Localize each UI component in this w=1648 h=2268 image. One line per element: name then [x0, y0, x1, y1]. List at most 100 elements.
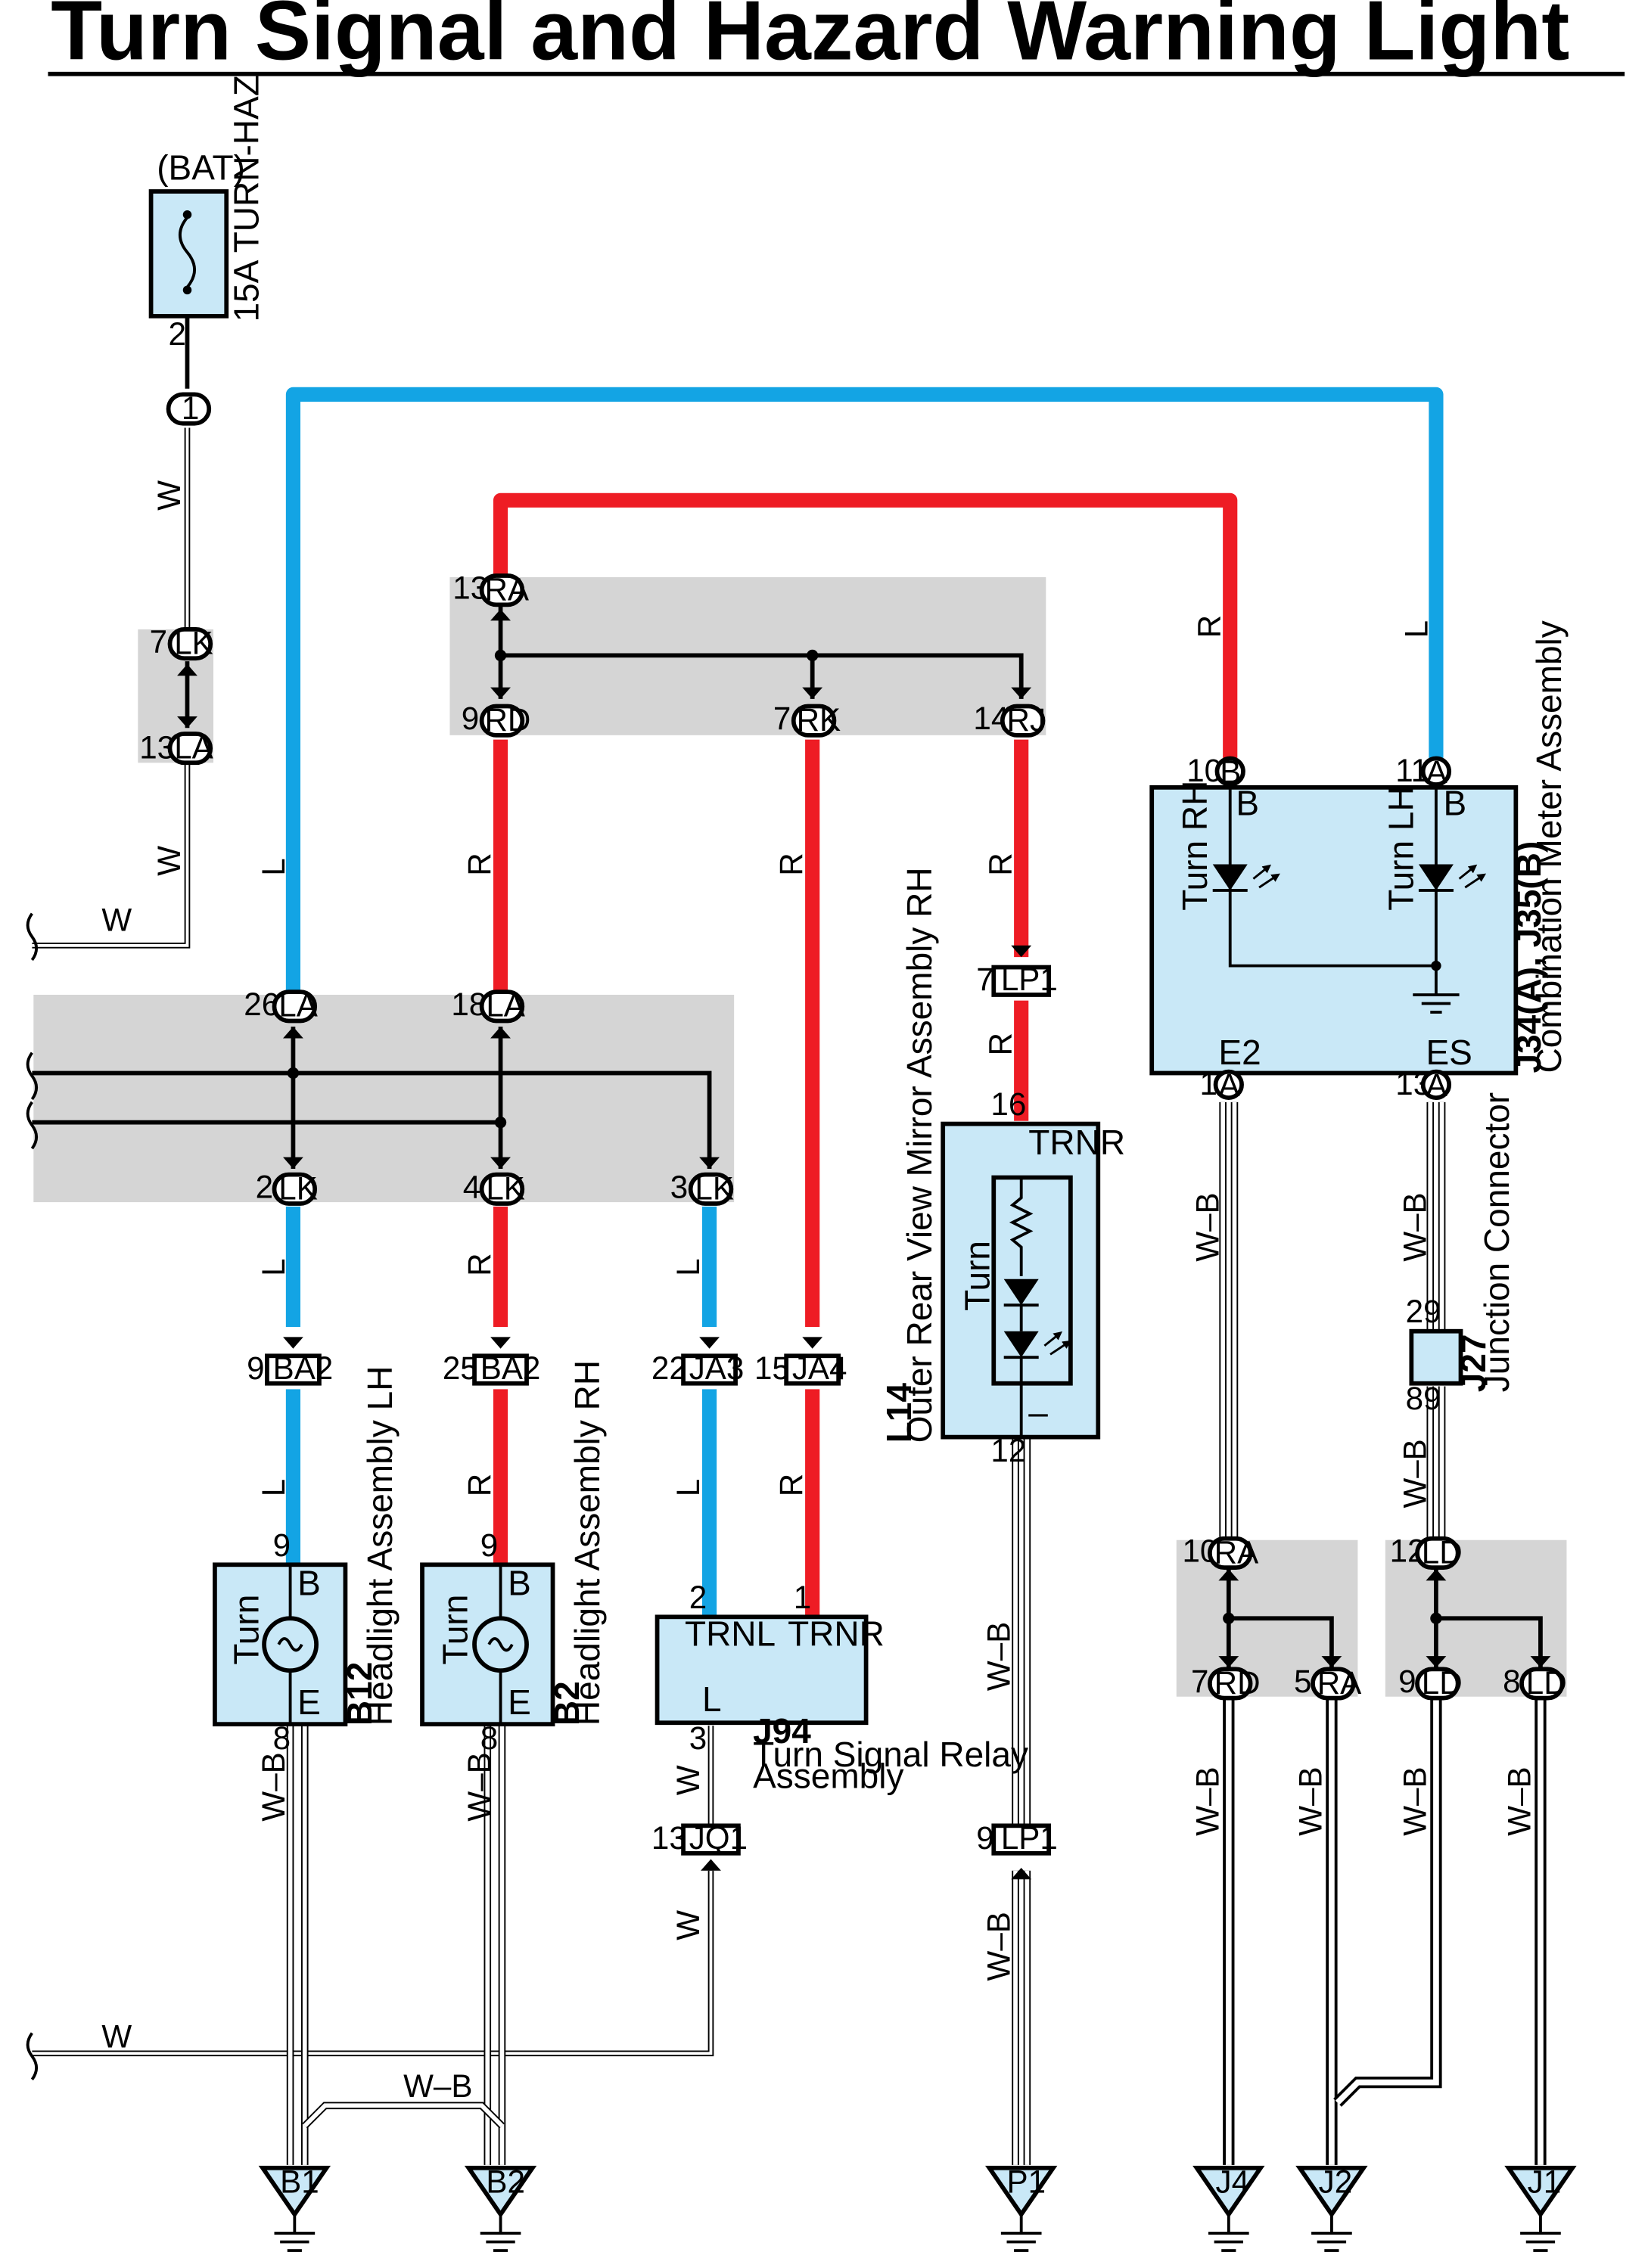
svg-text:W–B: W–B — [462, 1752, 497, 1821]
svg-text:2: 2 — [256, 1169, 273, 1204]
meter-name: Combination Meter Assembly — [1529, 620, 1569, 1073]
headlight-lh-pin-top: 9 — [273, 1527, 291, 1563]
ground-p1: P1 — [985, 2164, 1058, 2252]
svg-text:W: W — [151, 846, 187, 876]
ground-b2: B2 — [464, 2164, 537, 2252]
mirror-id: L14 — [879, 1383, 919, 1443]
upper-junction-out-rj: 14 RJ — [973, 701, 1046, 738]
svg-text:W: W — [670, 1910, 706, 1940]
svg-text:W–B: W–B — [1292, 1766, 1328, 1835]
svg-text:4: 4 — [463, 1169, 480, 1204]
svg-text:5: 5 — [1294, 1664, 1311, 1699]
svg-text:22: 22 — [651, 1350, 687, 1386]
relay-name-1: Turn Signal Relay — [753, 1735, 1028, 1774]
relay-l: L — [702, 1679, 722, 1719]
svg-text:LD: LD — [1422, 1534, 1463, 1570]
svg-text:R: R — [462, 1253, 497, 1275]
svg-text:B: B — [1220, 754, 1241, 790]
headlight-rh-id: B2 — [547, 1681, 586, 1726]
svg-text:J1: J1 — [1528, 2164, 1562, 2199]
svg-text:W–B: W–B — [1398, 1766, 1433, 1835]
svg-text:LA: LA — [486, 988, 525, 1024]
svg-text:L: L — [670, 1479, 706, 1496]
svg-text:7: 7 — [1191, 1664, 1208, 1699]
svg-text:RA: RA — [484, 572, 529, 607]
connector-jq1: 13 JQ1 — [651, 1820, 748, 1856]
svg-text:JA3: JA3 — [689, 1350, 745, 1386]
headlight-lh-b: B — [297, 1564, 321, 1603]
headlight-rh-turn: Turn — [435, 1595, 474, 1665]
left-junction-top-connector: 7 LK — [150, 624, 213, 661]
lower-junction-2-out-ld-9: 9 LD — [1398, 1664, 1463, 1701]
connector-ba2-lh: 9 BA2 — [247, 1350, 333, 1386]
turn-rh-led-icon — [1212, 864, 1248, 890]
svg-text:A: A — [1426, 754, 1448, 790]
ground-j1: J1 — [1504, 2164, 1577, 2252]
svg-text:W: W — [670, 1765, 706, 1795]
svg-text:R: R — [1191, 615, 1227, 638]
svg-text:P1: P1 — [1007, 2164, 1046, 2199]
svg-text:RA: RA — [1214, 1534, 1259, 1570]
svg-text:W–B: W–B — [981, 1912, 1016, 1981]
meter-inner-b2: B — [1444, 783, 1467, 822]
headlight-rh-e: E — [508, 1682, 531, 1722]
meter-bottom-pin-1: 1 A — [1199, 1066, 1244, 1103]
upper-junction-in-connector: 13 RA — [452, 570, 530, 607]
fuse-pin: 2 — [169, 316, 186, 352]
mirror-minus: – — [1028, 1392, 1048, 1431]
svg-text:J4: J4 — [1216, 2164, 1250, 2199]
page-title: Turn Signal and Hazard Warning Light — [51, 0, 1569, 78]
j27-id: J27 — [1454, 1334, 1493, 1392]
svg-text:RD: RD — [1214, 1665, 1261, 1701]
lower-junction-1-in: 10 RA — [1182, 1533, 1259, 1570]
connector-lp1-bottom: 9 LP1 — [976, 1820, 1058, 1856]
svg-text:LD: LD — [1422, 1665, 1463, 1701]
left-junction-bottom-connector: 13 LA — [139, 730, 213, 766]
svg-text:LK: LK — [278, 1170, 318, 1206]
svg-text:B1: B1 — [280, 2164, 319, 2199]
svg-text:9: 9 — [976, 1820, 993, 1856]
svg-text:3: 3 — [670, 1169, 688, 1204]
svg-text:LA: LA — [278, 988, 318, 1024]
wire-labels: W W W L R R R R L R L R L L R L R W–B W–… — [101, 480, 1537, 2104]
headlight-lh-name: Headlight Assembly LH — [360, 1366, 400, 1726]
svg-text:W–B: W–B — [1502, 1766, 1538, 1835]
relay-pin-trnl: 2 — [689, 1580, 707, 1615]
svg-text:LK: LK — [695, 1170, 734, 1206]
lower-junction-1-out-ra: 5 RA — [1294, 1664, 1362, 1701]
headlight-rh-name: Headlight Assembly RH — [567, 1360, 607, 1726]
svg-text:L: L — [670, 1258, 706, 1275]
svg-text:13: 13 — [651, 1820, 687, 1856]
fuse-name: 15A TURN-HAZ — [226, 75, 266, 322]
svg-text:W–B: W–B — [1398, 1439, 1433, 1508]
headlight-lh-id: B12 — [340, 1662, 379, 1726]
mirror-turn-element — [991, 1175, 1073, 1386]
svg-text:JQ1: JQ1 — [689, 1820, 748, 1856]
relay-name-2: Assembly — [753, 1757, 903, 1796]
headlight-rh-b: B — [508, 1564, 531, 1603]
mid-junction-in-la-18: 18 LA — [451, 986, 525, 1024]
svg-text:W–B: W–B — [1189, 1192, 1225, 1261]
svg-text:W–B: W–B — [1189, 1766, 1225, 1835]
svg-text:8: 8 — [1503, 1664, 1520, 1699]
svg-text:W–B: W–B — [1398, 1192, 1433, 1261]
ground-j4: J4 — [1192, 2164, 1265, 2252]
svg-text:RA: RA — [1317, 1665, 1362, 1701]
lower-junction-2-in: 12 LD — [1390, 1533, 1463, 1570]
mirror-turn: Turn — [958, 1241, 997, 1311]
ground-b1: B1 — [258, 2164, 331, 2252]
svg-text:LK: LK — [174, 626, 213, 661]
svg-text:L: L — [1398, 620, 1434, 638]
mid-junction-box — [33, 994, 735, 1203]
svg-text:W: W — [151, 480, 187, 511]
relay-trnl: TRNL — [685, 1614, 776, 1654]
mirror-name: Outer Rear View Mirror Assembly RH — [900, 867, 939, 1443]
mid-junction-out-lk-4: 4 LK — [463, 1169, 525, 1206]
svg-text:RJ: RJ — [1007, 702, 1046, 738]
ground-j2: J2 — [1295, 2164, 1368, 2252]
svg-text:W: W — [101, 2019, 132, 2055]
headlight-lh-pin-bottom: 8 — [273, 1720, 291, 1756]
relay-box — [655, 1614, 869, 1726]
junction-dots — [287, 649, 1442, 1624]
svg-text:9: 9 — [1398, 1664, 1416, 1699]
